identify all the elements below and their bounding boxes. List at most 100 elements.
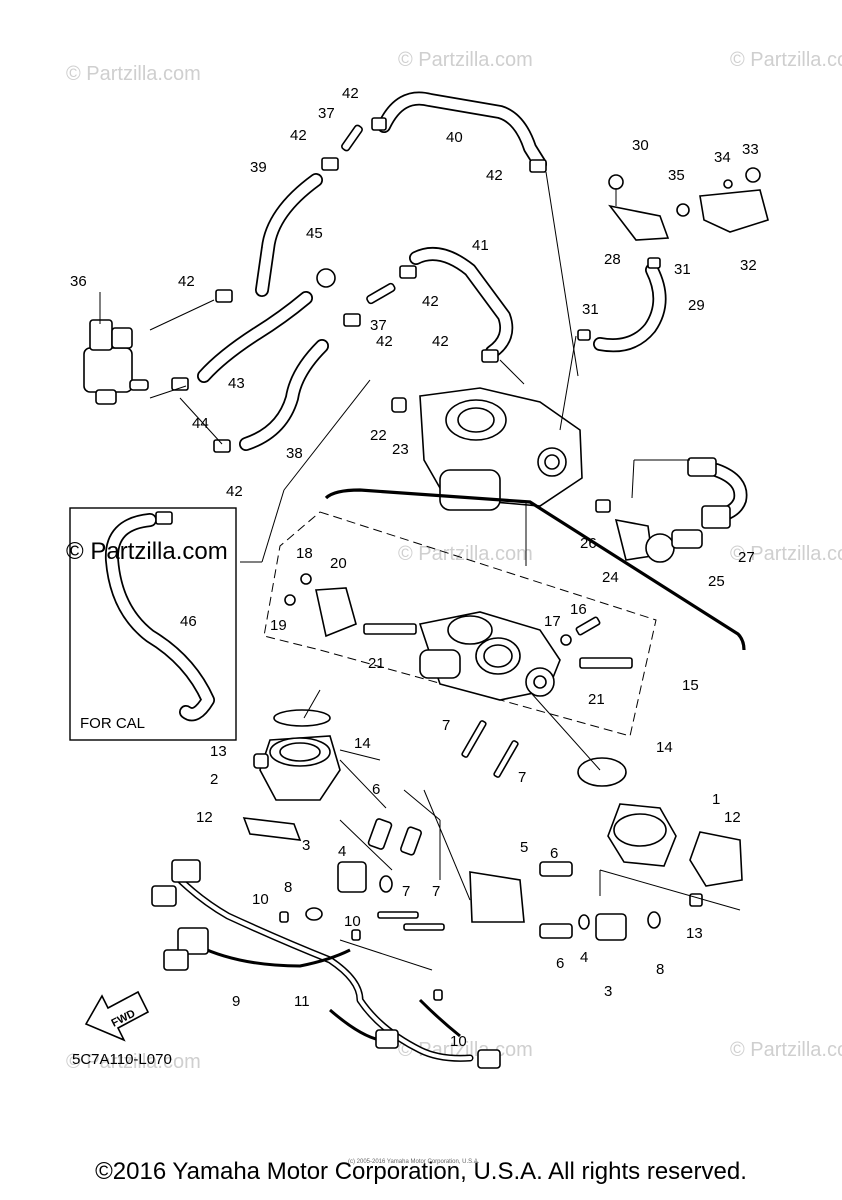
- callout: 13: [686, 925, 703, 942]
- callout: 18: [296, 545, 313, 562]
- callout: 15: [682, 677, 699, 694]
- hose-40: [377, 91, 547, 171]
- watermark: © Partzilla.com: [398, 543, 533, 565]
- watermark: © Partzilla.com: [730, 543, 842, 565]
- callout: 42: [178, 273, 195, 290]
- hose-29: [593, 263, 667, 353]
- partzilla-logo: © Partzilla.com: [66, 538, 228, 565]
- callout: 32: [740, 257, 757, 274]
- callout: 8: [656, 961, 664, 978]
- callout: 37: [318, 105, 335, 122]
- callout: 46: [180, 613, 197, 630]
- callout: 10: [252, 891, 269, 908]
- assembly-bracket: [324, 488, 746, 651]
- callout: 17: [544, 613, 561, 630]
- callout: 12: [724, 809, 741, 826]
- throttle-body-15: [284, 573, 633, 701]
- inset-label: FOR CAL: [80, 715, 145, 732]
- callout: 37: [370, 317, 387, 334]
- throttle-body-assembly: [391, 387, 731, 563]
- callout: 4: [580, 949, 588, 966]
- sensor-bracket-group: [608, 167, 769, 241]
- callout: 23: [392, 441, 409, 458]
- callout: 9: [232, 993, 240, 1010]
- callout: 14: [656, 739, 673, 756]
- callout: 42: [376, 333, 393, 350]
- callout: 13: [210, 743, 227, 760]
- callout: 21: [588, 691, 605, 708]
- callout: 29: [688, 297, 705, 314]
- callout: 3: [604, 983, 612, 1000]
- callout: 5: [520, 839, 528, 856]
- callout: 38: [286, 445, 303, 462]
- callout: 4: [338, 843, 346, 860]
- callout: 45: [306, 225, 323, 242]
- assembly-outline: [263, 511, 657, 737]
- callout: 19: [270, 617, 287, 634]
- inset-for-cal: FOR CAL: [69, 507, 237, 741]
- watermark: © Partzilla.com: [66, 63, 201, 85]
- callout: 43: [228, 375, 245, 392]
- callout: 27: [738, 549, 755, 566]
- callout-labels: 42 37 42 40 42 39 30 33 34 35 28 31 32 3…: [70, 85, 759, 1050]
- callout: 8: [284, 879, 292, 896]
- callout: 44: [192, 415, 209, 432]
- callout: 10: [344, 913, 361, 930]
- hose-38: [239, 339, 329, 451]
- callout: 21: [368, 655, 385, 672]
- callout: 34: [714, 149, 731, 166]
- watermark: © Partzilla.com: [730, 1039, 842, 1061]
- callout: 3: [302, 837, 310, 854]
- callout: 31: [582, 301, 599, 318]
- callout: 36: [70, 273, 87, 290]
- callout: 2: [210, 771, 218, 788]
- callout: 20: [330, 555, 347, 572]
- callout: 42: [226, 483, 243, 500]
- callout: 25: [708, 573, 725, 590]
- callout: 42: [486, 167, 503, 184]
- callout: 6: [556, 955, 564, 972]
- callout: 14: [354, 735, 371, 752]
- callout: 11: [294, 993, 310, 1010]
- hose-43: [197, 291, 313, 383]
- wire-harness: [151, 859, 501, 1069]
- hose-39: [255, 173, 323, 297]
- callout: 12: [196, 809, 213, 826]
- callout: 24: [602, 569, 619, 586]
- callout: 22: [370, 427, 387, 444]
- callout: 16: [570, 601, 587, 618]
- callout: 42: [432, 333, 449, 350]
- leader-lines: [99, 171, 741, 971]
- copyright-small: (c) 2005-2016 Yamaha Motor Corporation, …: [348, 1159, 480, 1165]
- callout: 41: [472, 237, 489, 254]
- callout: 6: [550, 845, 558, 862]
- callout: 10: [450, 1033, 467, 1050]
- callout: 30: [632, 137, 649, 154]
- watermark: © Partzilla.com: [730, 49, 842, 71]
- callout: 28: [604, 251, 621, 268]
- callout: 7: [518, 769, 526, 786]
- callout: 42: [422, 293, 439, 310]
- diagram-code: 5C7A110-L070: [72, 1051, 172, 1068]
- callout: 1: [712, 791, 720, 808]
- callout: 42: [290, 127, 307, 144]
- callout: 26: [580, 535, 597, 552]
- hose-41: [409, 247, 514, 359]
- callout: 35: [668, 167, 685, 184]
- clamp-set: [171, 117, 661, 453]
- callout: 42: [342, 85, 359, 102]
- callout: 7: [442, 717, 450, 734]
- watermark: © Partzilla.com: [398, 49, 533, 71]
- callout: 39: [250, 159, 267, 176]
- callout: 40: [446, 129, 463, 146]
- callout: 31: [674, 261, 691, 278]
- callout: 6: [372, 781, 380, 798]
- air-cut-valve-36: [83, 319, 149, 405]
- callout: 7: [432, 883, 440, 900]
- fwd-arrow: FWD: [84, 990, 150, 1042]
- watermark: © Partzilla.com: [66, 1051, 201, 1073]
- callout: 7: [402, 883, 410, 900]
- lower-parts: [242, 709, 743, 941]
- copyright-footer: ©2016 Yamaha Motor Corporation, U.S.A. A…: [95, 1158, 747, 1185]
